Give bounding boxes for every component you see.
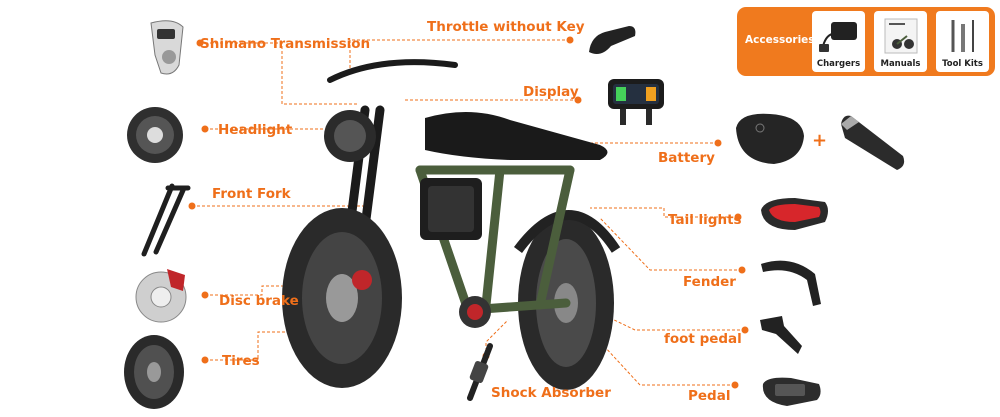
label-shimano-transmission: Shimano Transmission <box>200 36 371 52</box>
tail-light-thumb <box>761 198 828 230</box>
charger-icon <box>819 22 857 52</box>
label-disc-brake: Disc brake <box>219 293 299 309</box>
tool-kit-icon <box>951 20 974 52</box>
ebike-illustration <box>282 59 621 390</box>
label-tail-lights: Tail lights <box>668 212 742 228</box>
foot-pedal-thumb <box>760 316 802 354</box>
label-headlight: Headlight <box>218 122 293 138</box>
leader-throttle <box>349 39 570 72</box>
label-throttle-without-key: Throttle without Key <box>427 19 585 35</box>
disc-brake-thumb <box>135 269 187 323</box>
handlebar <box>327 59 458 83</box>
accessory-label: Manuals <box>880 59 921 69</box>
shock-absorber-thumb <box>467 343 493 401</box>
fender-thumb <box>761 260 821 306</box>
label-pedal: Pedal <box>688 388 731 404</box>
accessory-tool-kits: Tool Kits <box>936 11 989 72</box>
label-display: Display <box>523 84 579 100</box>
pedal-thumb <box>762 377 821 406</box>
front-wheel <box>282 208 402 388</box>
display-thumb <box>608 79 664 125</box>
plus-sign: + <box>812 130 828 151</box>
front-fork-thumb <box>141 183 191 257</box>
accessory-label: Tool Kits <box>942 59 983 69</box>
headlight-thumb <box>127 107 183 163</box>
battery-pouch-thumb <box>736 113 804 164</box>
label-battery: Battery <box>658 150 715 166</box>
label-front-fork: Front Fork <box>212 186 291 202</box>
battery-pack-thumb <box>841 115 905 170</box>
tire-thumb <box>124 335 184 409</box>
label-fender: Fender <box>683 274 736 290</box>
leader-fender <box>599 217 742 271</box>
seat <box>425 111 608 160</box>
accessories-title: Accessories <box>745 34 815 46</box>
label-foot-pedal: foot pedal <box>664 331 742 347</box>
accessories-panel: Accessories Chargers Manuals <box>737 7 995 76</box>
label-shock-absorber: Shock Absorber <box>491 385 611 401</box>
shimano-shifter-thumb <box>150 20 184 75</box>
throttle-thumb <box>589 26 636 54</box>
manual-icon <box>884 18 918 54</box>
leader-shimano <box>200 42 358 105</box>
accessory-chargers: Chargers <box>812 11 865 72</box>
leader-taillights <box>590 207 738 218</box>
leader-pedal <box>579 319 735 386</box>
accessory-label: Chargers <box>816 59 861 69</box>
label-tires: Tires <box>222 353 260 369</box>
accessory-manuals: Manuals <box>874 11 927 72</box>
